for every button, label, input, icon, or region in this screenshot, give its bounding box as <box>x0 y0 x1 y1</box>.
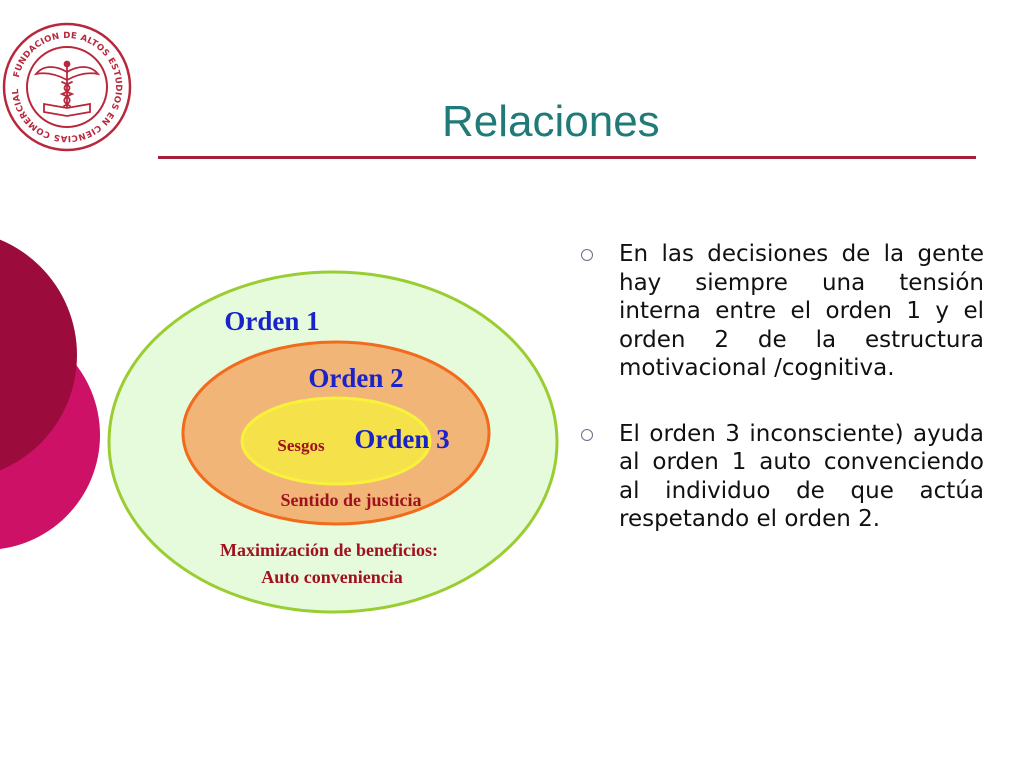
decorative-circles <box>0 239 100 549</box>
bullet-text: En las decisiones de la gente hay siempr… <box>619 241 984 381</box>
slide-title: Relaciones <box>442 97 660 146</box>
orden-2-label: Orden 2 <box>308 363 403 393</box>
logo-seal: FUNDACION DE ALTOS ESTUDIOS EN CIENCIAS … <box>2 22 132 152</box>
maximizacion-caption: Maximización de beneficios: <box>220 540 438 560</box>
orden-1-label: Orden 1 <box>224 306 319 336</box>
sentido-justicia-caption: Sentido de justicia <box>280 490 421 510</box>
bullet-item: En las decisiones de la gente hay siempr… <box>578 240 984 383</box>
order-diagram: Orden 1 Orden 2 Sesgos Orden 3 Sentido d… <box>107 270 559 614</box>
orden-3-label: Orden 3 <box>354 424 449 454</box>
title-underline <box>158 156 976 159</box>
hollow-circle-bullet-icon <box>581 428 593 441</box>
sesgos-label: Sesgos <box>277 436 325 455</box>
bullet-item: El orden 3 inconsciente) ayuda al orden … <box>578 420 984 534</box>
orden-3-ellipse <box>240 396 432 486</box>
hollow-circle-bullet-icon <box>581 249 593 261</box>
bullet-list: En las decisiones de la gente hay siempr… <box>578 240 984 534</box>
auto-conveniencia-caption: Auto conveniencia <box>261 567 403 587</box>
bullet-text: El orden 3 inconsciente) ayuda al orden … <box>619 420 984 533</box>
decorative-circle-dark <box>0 239 77 471</box>
caduceus-book-seal-icon <box>33 60 101 117</box>
